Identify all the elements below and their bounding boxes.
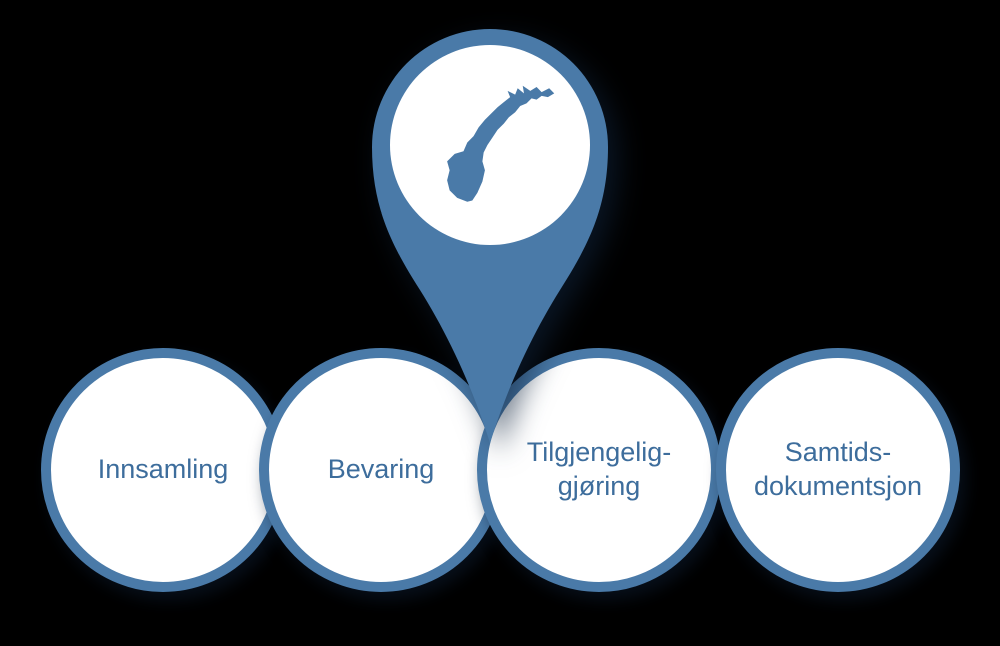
norway-map-icon (447, 85, 555, 202)
process-label: Bevaring (327, 454, 435, 485)
process-circle-tilgjengeliggjoring: Tilgjengelig- gjøring (477, 348, 721, 592)
process-circle-innsamling: Innsamling (41, 348, 285, 592)
pin-inner-circle (390, 45, 590, 245)
process-circle-bevaring: Bevaring (259, 348, 503, 592)
process-label: Innsamling (97, 454, 229, 485)
process-label: Samtids- dokumentsjon (753, 437, 923, 501)
process-circle-samtidsdokumentsjon: Samtids- dokumentsjon (716, 348, 960, 592)
process-label: Tilgjengelig- gjøring (526, 437, 672, 501)
